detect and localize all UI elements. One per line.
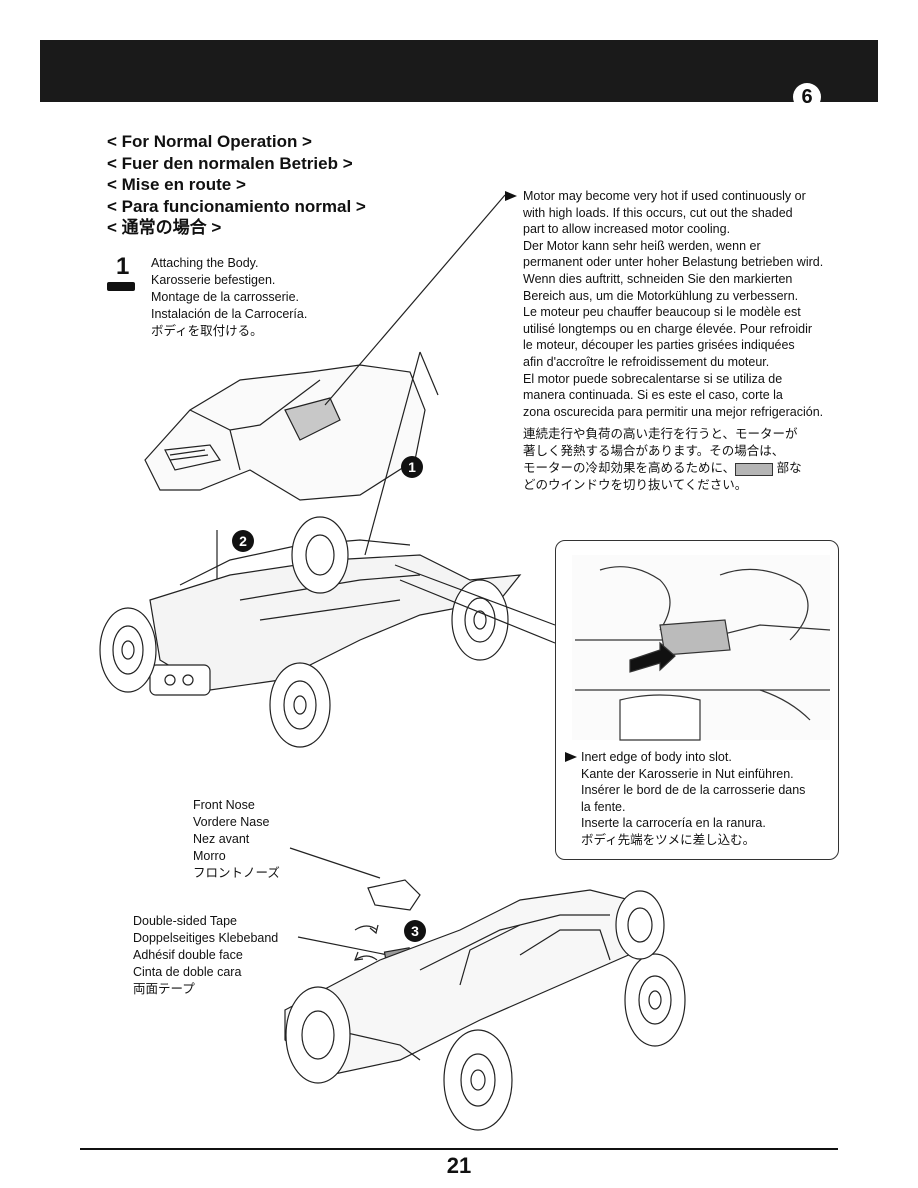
step-line: Montage de la carrosserie. (151, 290, 299, 304)
step-line: ボディを取付ける。 (151, 324, 263, 338)
wheel (285, 986, 351, 1084)
leader-line (364, 351, 421, 556)
footer-rule (80, 1148, 838, 1150)
label-line: 両面テープ (133, 982, 195, 996)
note-ja-line: どのウインドウを切り抜いてください。 (523, 478, 748, 493)
note-ja-text: 部な (776, 461, 802, 476)
note-line: Wenn dies auftritt, schneiden Sie den ma… (523, 271, 793, 286)
marker-1: 1 (401, 456, 423, 478)
note-line: utilisé longtemps ou en charge élevée. P… (523, 321, 813, 336)
note-line: Bereich aus, um die Motorkühlung zu verb… (523, 288, 799, 303)
note-line: Motor may become very hot if used contin… (523, 189, 806, 203)
callout-line: Insérer le bord de de la carrosserie dan… (581, 783, 806, 797)
shaded-area-swatch (735, 462, 774, 476)
marker-3: 3 (404, 920, 426, 942)
note-line: zona oscurecida para permitir una mejor … (523, 404, 824, 419)
label-line: フロントノーズ (193, 866, 280, 880)
insert-arrow-icon (629, 641, 676, 673)
heading-es: < Para funcionamiento normal > (107, 196, 366, 216)
leader-line (297, 936, 389, 956)
leader-line (394, 564, 556, 626)
callout-line: ボディ先端をツメに差し込む。 (581, 832, 756, 847)
label-line: Morro (193, 849, 226, 863)
wheel (451, 579, 509, 661)
note-line: El motor puede sobrecalentarse si se uti… (523, 371, 783, 386)
label-line: Cinta de doble cara (133, 965, 242, 979)
note-line: manera continuada. Si es este el caso, c… (523, 388, 783, 403)
step-line: Karosserie befestigen. (151, 273, 276, 287)
callout-line: Kante der Karosserie in Nut einführen. (581, 766, 794, 781)
label-line: Doppelseitiges Klebeband (133, 931, 279, 945)
note-ja-line: 連続走行や負荷の高い走行を行うと、モーターが (523, 427, 798, 442)
header-bar (40, 40, 878, 102)
wheel (99, 607, 157, 693)
note-japanese: 連続走行や負荷の高い走行を行うと、モーターが 著しく発熱する場合があります。その… (523, 426, 855, 494)
step-number: 1 (116, 253, 130, 280)
wheel (291, 516, 349, 594)
front-nose-label: Front Nose Vordere Nase Nez avant Morro … (193, 797, 280, 882)
note-ja-line: 著しく発熱する場合があります。その場合は、 (523, 444, 785, 459)
label-line: Double-sided Tape (133, 914, 238, 928)
heading-fr: < Mise en route > (107, 175, 246, 194)
note-ja-line3: モーターの冷却効果を高めるために、 部な (523, 460, 855, 477)
leader-line (419, 351, 439, 396)
pointer-arrow-icon (505, 191, 517, 201)
page-number: 21 (446, 1153, 472, 1178)
note-line: part to allow increased motor cooling. (523, 222, 731, 237)
label-line: Front Nose (193, 798, 255, 812)
front-nose-part (367, 879, 421, 911)
note-ja-text: モーターの冷却効果を高めるために、 (523, 461, 736, 476)
note-line: afin d'accroître le refroidissement du m… (523, 354, 770, 369)
note-line: with high loads. If this occurs, cut out… (523, 205, 793, 220)
detail-callout-box (555, 540, 839, 860)
label-line: Nez avant (193, 832, 250, 846)
step-badge: 6 (793, 83, 821, 111)
heading-ja: < 通常の場合 > (107, 218, 222, 237)
leader-line (324, 194, 506, 406)
body-shell (144, 364, 426, 501)
heading-de: < Fuer den normalen Betrieb > (107, 153, 353, 173)
note-line: Le moteur peu chauffer beaucoup si le mo… (523, 305, 801, 320)
marker-2: 2 (232, 530, 254, 552)
section-headings: < For Normal Operation > < Fuer den norm… (107, 131, 366, 239)
leader-line (399, 579, 556, 644)
slot-detail (572, 555, 831, 741)
callout-line: Inert edge of body into slot. (581, 750, 732, 764)
wheel (615, 890, 665, 960)
note-line: Der Motor kann sehr heiß werden, wenn er (523, 238, 761, 253)
leader-line (289, 847, 381, 879)
pointer-arrow-icon (565, 752, 577, 762)
callout-line: Inserte la carrocería en la ranura. (581, 816, 766, 830)
slot-instructions: Inert edge of body into slot. Kante der … (565, 749, 805, 848)
step-instructions: Attaching the Body. Karosserie befestige… (151, 255, 307, 340)
note-line: le moteur, découper les parties grisées … (523, 338, 795, 353)
step-bar (107, 282, 135, 291)
step-line: Attaching the Body. (151, 256, 259, 270)
step-line: Instalación de la Carrocería. (151, 307, 308, 321)
wheel (624, 953, 686, 1047)
label-line: Vordere Nase (193, 815, 270, 829)
heading-en: < For Normal Operation > (107, 132, 312, 151)
note-line: permanent oder unter hoher Belastung bet… (523, 255, 824, 270)
wheel (443, 1029, 513, 1131)
tape-label: Double-sided Tape Doppelseitiges Klebeba… (133, 913, 278, 998)
wheel (269, 662, 331, 748)
shaded-cutout (284, 397, 341, 441)
motor-note: Motor may become very hot if used contin… (505, 188, 855, 494)
label-line: Adhésif double face (133, 948, 243, 962)
callout-line: la fente. (581, 799, 626, 814)
